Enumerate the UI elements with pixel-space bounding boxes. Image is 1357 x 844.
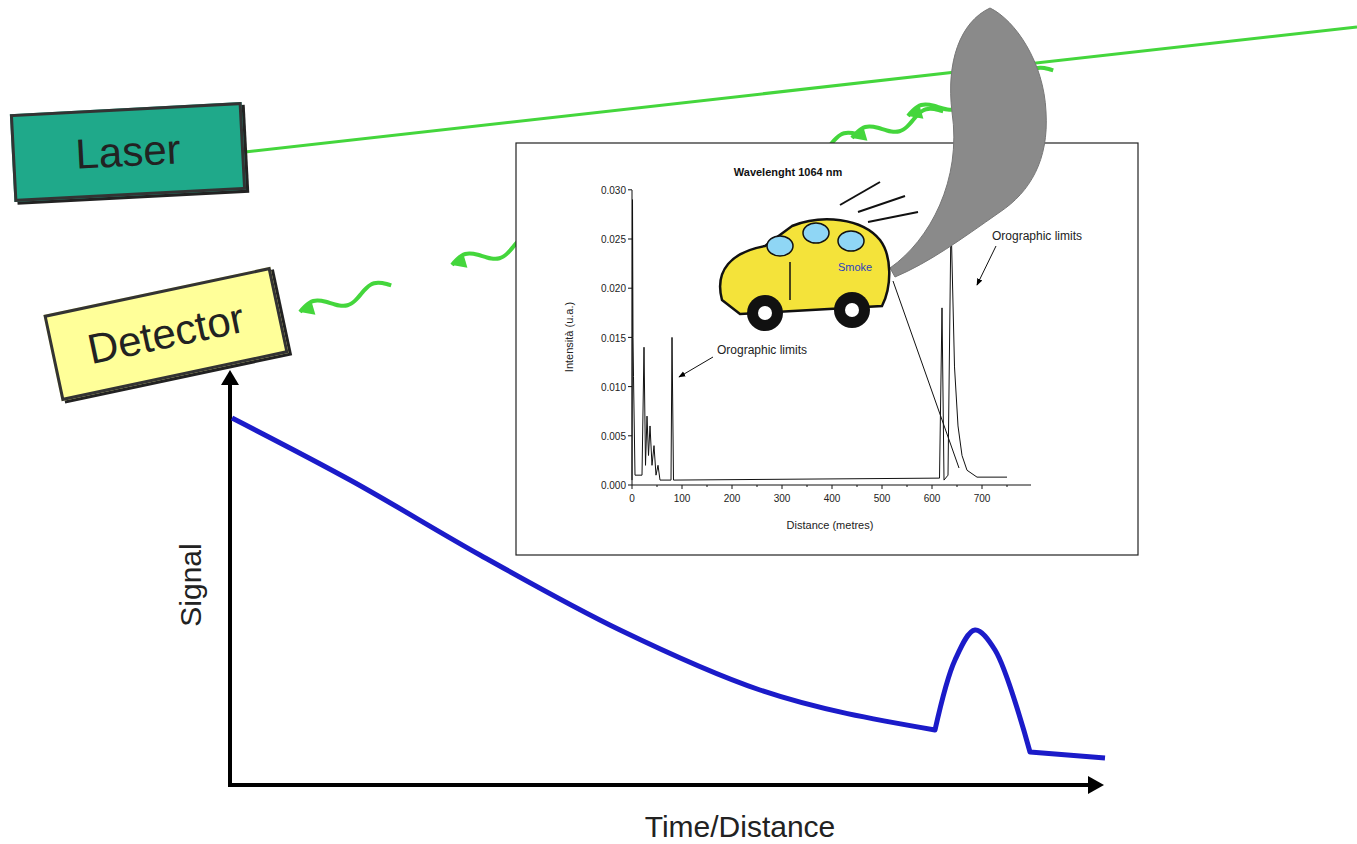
node-label: Detector (83, 294, 248, 374)
tick-label: 0.030 (601, 185, 626, 196)
node-label: Laser (74, 125, 181, 178)
tick-label: 0.000 (601, 480, 626, 491)
tick-label: 0.025 (601, 234, 626, 245)
tick-label: 0.010 (601, 381, 626, 392)
tick-label: 200 (724, 493, 741, 504)
wave-arrowhead (452, 254, 467, 267)
chart-title: Wavelenght 1064 nm (734, 166, 842, 178)
orographic-leader (977, 246, 996, 285)
tick-label: 300 (774, 493, 791, 504)
tick-label: 0.020 (601, 283, 626, 294)
wave-arrowhead (300, 301, 315, 314)
wave-arrow (300, 283, 391, 312)
tick-label: 700 (974, 493, 991, 504)
tick-label: 500 (874, 493, 891, 504)
annotation: Orographic limits (992, 230, 1082, 243)
tick-label: 0 (629, 493, 635, 504)
car-cartoon (720, 182, 918, 331)
annotation: Smoke (838, 261, 872, 273)
tick-label: 0.015 (601, 332, 626, 343)
tick-label: 400 (824, 493, 841, 504)
axis-title: Signal (174, 543, 207, 626)
axis-title: Time/Distance (645, 810, 836, 843)
annotation: Orographic limits (717, 344, 807, 357)
tick-label: 0.005 (601, 431, 626, 442)
axis-title: Intensità (u.a.) (563, 302, 575, 372)
signal-axes (221, 370, 1104, 794)
inset-frame (516, 143, 1138, 555)
axis-title: Distance (metres) (787, 519, 874, 531)
signal-curve (232, 418, 1105, 758)
laser-box: Laser (10, 102, 246, 202)
tick-label: 600 (924, 493, 941, 504)
detector-box: Detector (43, 267, 288, 401)
tick-label: 100 (674, 493, 691, 504)
laser-beam (245, 27, 1357, 152)
wave-arrow (852, 109, 943, 138)
smoke-leader (893, 281, 959, 468)
orographic-leader (679, 357, 713, 377)
inset-axes (628, 190, 1031, 489)
